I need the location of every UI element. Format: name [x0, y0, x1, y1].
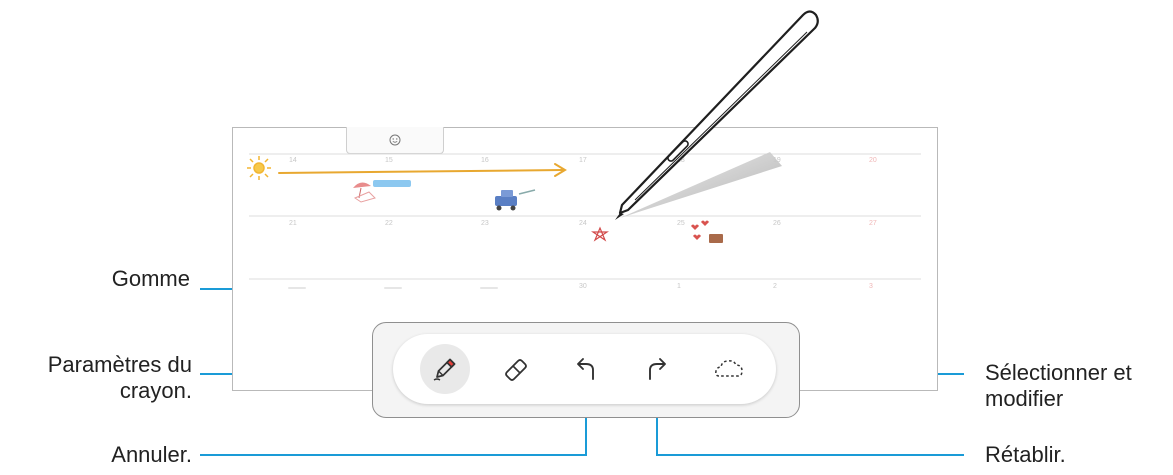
- smiley-icon: [389, 134, 401, 146]
- toolbar-pill: [393, 334, 776, 404]
- svg-text:22: 22: [385, 220, 393, 227]
- hearts-doodle: [691, 220, 723, 243]
- select-label-line1: Sélectionner et: [985, 360, 1132, 385]
- svg-text:20: 20: [869, 157, 877, 164]
- star-doodle: [591, 226, 609, 242]
- undo-label: Annuler.: [111, 442, 192, 467]
- svg-text:3: 3: [869, 283, 873, 290]
- svg-text:1: 1: [677, 283, 681, 290]
- lasso-icon: [715, 360, 743, 377]
- pen-settings-label-line2: crayon.: [119, 378, 192, 403]
- svg-text:25: 25: [677, 220, 685, 227]
- pen-settings-button[interactable]: [420, 344, 470, 394]
- redo-label: Rétablir.: [985, 442, 1066, 467]
- redo-arrow-icon: [649, 358, 666, 380]
- drawing-toolbar: [372, 322, 800, 418]
- svg-text:23: 23: [481, 220, 489, 227]
- beach-doodle: [353, 180, 411, 203]
- svg-text:2: 2: [773, 283, 777, 290]
- svg-text:26: 26: [773, 220, 781, 227]
- stylus-pen: [615, 10, 819, 220]
- eraser-icon: [505, 359, 527, 381]
- svg-text:14: 14: [289, 157, 297, 164]
- svg-text:24: 24: [579, 220, 587, 227]
- redo-button[interactable]: [632, 344, 682, 394]
- svg-text:17: 17: [579, 157, 587, 164]
- undo-arrow-icon: [577, 358, 594, 380]
- arrow-doodle: [278, 163, 567, 177]
- sun-doodle: [247, 156, 271, 180]
- svg-text:30: 30: [579, 283, 587, 290]
- car-doodle: [495, 189, 536, 211]
- svg-text:18: 18: [677, 157, 685, 164]
- select-label: Sélectionner et modifier: [985, 360, 1132, 412]
- gomme-label: Gomme: [111, 266, 190, 291]
- pen-icon: [433, 358, 456, 381]
- undo-button[interactable]: [561, 344, 611, 394]
- pen-settings-label-line1: Paramètres du: [47, 352, 192, 377]
- svg-text:16: 16: [481, 157, 489, 164]
- select-label-line2: modifier: [985, 386, 1064, 411]
- svg-text:15: 15: [385, 157, 393, 164]
- pen-shadow: [620, 152, 782, 218]
- svg-text:27: 27: [869, 220, 877, 227]
- lasso-select-button[interactable]: [704, 344, 754, 394]
- svg-text:21: 21: [289, 220, 297, 227]
- pen-settings-label: Paramètres du crayon.: [0, 352, 192, 404]
- eraser-button[interactable]: [491, 344, 541, 394]
